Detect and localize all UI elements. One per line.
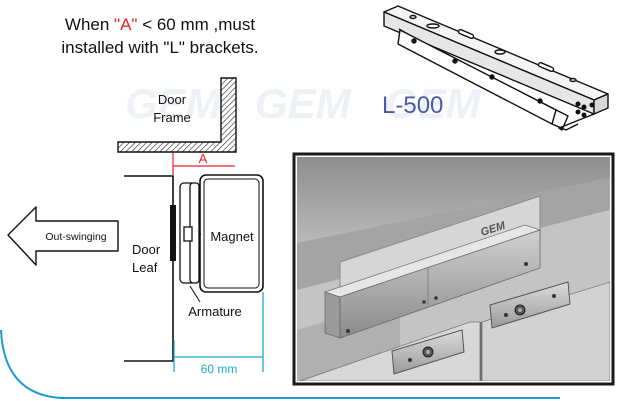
installed-lock-photo: GEM — [292, 152, 615, 386]
l-bracket-illustration — [383, 5, 609, 131]
armature-label: Armature — [188, 304, 241, 319]
door-leaf-label-line-2: Leaf — [132, 260, 158, 275]
door-frame-label-line-2: Frame — [153, 110, 191, 125]
door-frame-label-line-1: Door — [158, 92, 187, 107]
dimension-a-label: A — [199, 151, 208, 166]
corner-accent-arc — [0, 329, 560, 399]
watermark-text-left: GEM — [125, 80, 222, 127]
door-leaf-label-line-1: Door — [132, 242, 161, 257]
armature-part — [179, 182, 201, 284]
out-swinging-arrow — [7, 206, 119, 266]
out-swinging-label: Out-swinging — [45, 231, 106, 243]
watermark-text-middle: GEM — [255, 80, 352, 127]
dimension-60mm-label: 60 mm — [201, 362, 238, 376]
heading-line-1-post: < 60 mm ,must — [137, 15, 255, 34]
heading-highlight-a: "A" — [114, 15, 137, 34]
door-frame-section — [117, 77, 237, 153]
door-leaf — [124, 175, 174, 362]
heading-line-1-pre: When — [65, 15, 114, 34]
dimension-a — [172, 153, 235, 175]
magnet-label: Magnet — [210, 229, 254, 244]
dimension-60mm — [173, 292, 264, 372]
watermark: GEM GEM GEM — [125, 80, 482, 127]
bracket-model-label: L-500 — [382, 92, 443, 119]
heading-line-1: When "A" < 60 mm ,must — [65, 15, 255, 34]
heading-line-2: installed with "L" brackets. — [61, 38, 258, 57]
watermark-text-right: GEM — [385, 80, 482, 127]
